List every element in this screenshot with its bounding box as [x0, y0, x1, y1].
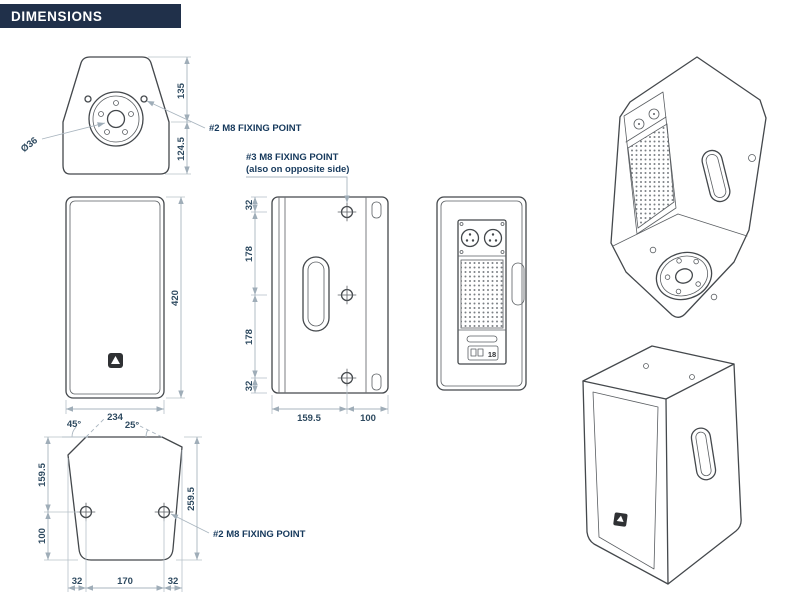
power-inlet-plate: 18 [467, 345, 499, 361]
side-view: #3 M8 FIXING POINT (also on opposite sid… [244, 152, 389, 424]
dim-height: 420 [166, 196, 185, 399]
iso-top-fixing-point [643, 363, 649, 369]
amp-module: 18 [457, 219, 507, 365]
iso-top-fixing-point [689, 374, 695, 380]
dim-depth: 259.5 [176, 436, 202, 561]
dim-top-offset-text: 32 [244, 200, 255, 211]
dim-pole-mount-text: Ø36 [19, 135, 40, 155]
pole-mount-plate [88, 91, 144, 147]
top-fixing-callout: #2 M8 FIXING POINT [146, 100, 302, 134]
dim-fixing-to-rear-text: 100 [360, 413, 376, 424]
dim-front-to-fixing-text: 159.5 [297, 413, 321, 424]
dim-bottom-front-to-fixing-text: 159.5 [37, 462, 48, 486]
angle-annotation-right: 25° [125, 420, 163, 438]
bottom-fixing-points [76, 502, 174, 522]
iso-front-handle [690, 427, 717, 481]
dim-side-left-column: 32 178 178 32 [244, 196, 267, 394]
iso-front-logo-icon [613, 512, 628, 527]
dim-bottom-row: 32 170 32 [67, 450, 183, 592]
page-title: DIMENSIONS [11, 8, 103, 24]
side-fixing-points [337, 202, 357, 388]
amp-grille [460, 259, 504, 329]
bottom-fixing-label: #2 M8 FIXING POINT [213, 529, 306, 540]
dim-front-depth-text: 135 [176, 82, 187, 99]
dim-depth-text: 259.5 [186, 486, 197, 510]
iso-amp-grille [627, 123, 675, 229]
dim-lower-spacing-text: 178 [244, 329, 255, 345]
bottom-fixing-callout: #2 M8 FIXING POINT [170, 513, 306, 540]
dim-fixing-spacing-text: 170 [117, 576, 133, 587]
dim-bottom-fixing-to-rear-text: 100 [37, 528, 48, 544]
iso-bottom-fixing-point [710, 293, 718, 301]
top-fixing-label: #2 M8 FIXING POINT [209, 123, 302, 134]
angle-left-text: 45° [67, 419, 82, 430]
side-fixing-callout: #3 M8 FIXING POINT (also on opposite sid… [246, 152, 350, 203]
front-view: 420 234 [65, 196, 185, 423]
dim-height-text: 420 [170, 290, 181, 306]
rear-handle [511, 262, 525, 306]
angle-right-text: 25° [125, 420, 140, 431]
module-label-text: 18 [488, 350, 496, 359]
iso-rear-connectors [633, 108, 660, 130]
dim-upper-spacing-text: 178 [244, 246, 255, 262]
iso-bottom-plate [655, 251, 713, 301]
iso-front-view [582, 345, 742, 585]
dim-right-offset-text: 32 [168, 576, 179, 587]
bottom-view: 45° 25° 159.5 100 259.5 [37, 418, 306, 592]
dim-bottom-left-column: 159.5 100 [37, 436, 84, 561]
xlr-connector-right [483, 228, 503, 248]
rear-view: 18 [436, 196, 527, 391]
dim-pole-mount: Ø36 [19, 122, 106, 155]
side-fixing-label-line2: (also on opposite side) [246, 164, 349, 175]
iso-edge-fixing-point [748, 154, 756, 162]
iso-rear-view [610, 56, 767, 318]
dim-side-bottom: 159.5 100 [271, 386, 389, 424]
dim-rear-depth: 124.5 [176, 122, 190, 174]
page-header: DIMENSIONS [0, 4, 181, 28]
side-handle [302, 256, 330, 332]
dim-width-text: 234 [107, 412, 124, 423]
dim-width: 234 [65, 400, 165, 423]
iso-side-handle [701, 149, 731, 203]
xlr-connector-left [460, 228, 480, 248]
dim-rear-depth-text: 124.5 [176, 136, 187, 160]
brand-logo-icon [108, 353, 123, 368]
angle-annotation-left: 45° [62, 418, 105, 438]
iso-bottom-fixing-point [649, 246, 657, 254]
side-fixing-label-line1: #3 M8 FIXING POINT [246, 152, 339, 163]
top-fixing-points [84, 95, 148, 103]
dim-left-offset-text: 32 [72, 576, 83, 587]
dim-bottom-offset-text: 32 [244, 381, 255, 392]
